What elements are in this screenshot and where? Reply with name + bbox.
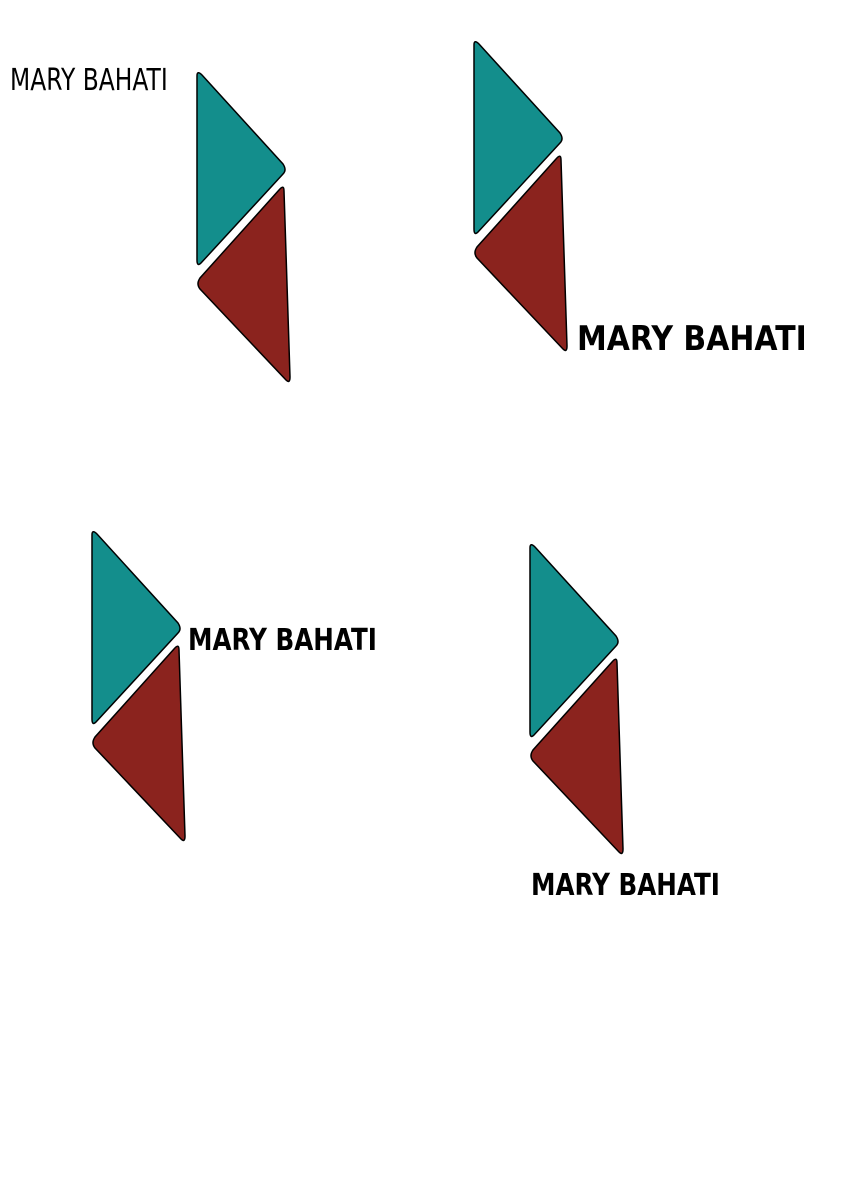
logo-3-wordmark: MARY BAHATI	[188, 623, 377, 658]
logo-2-wordmark: MARY BAHATI	[577, 319, 807, 359]
logo-4-wordmark: MARY BAHATI	[531, 868, 720, 903]
logo-mark-2	[473, 40, 568, 352]
logo-mark-3	[91, 530, 186, 842]
logo-1-wordmark: MARY BAHATI	[10, 63, 168, 98]
logo-mark-1	[196, 71, 291, 383]
logo-mark-4	[529, 543, 624, 855]
